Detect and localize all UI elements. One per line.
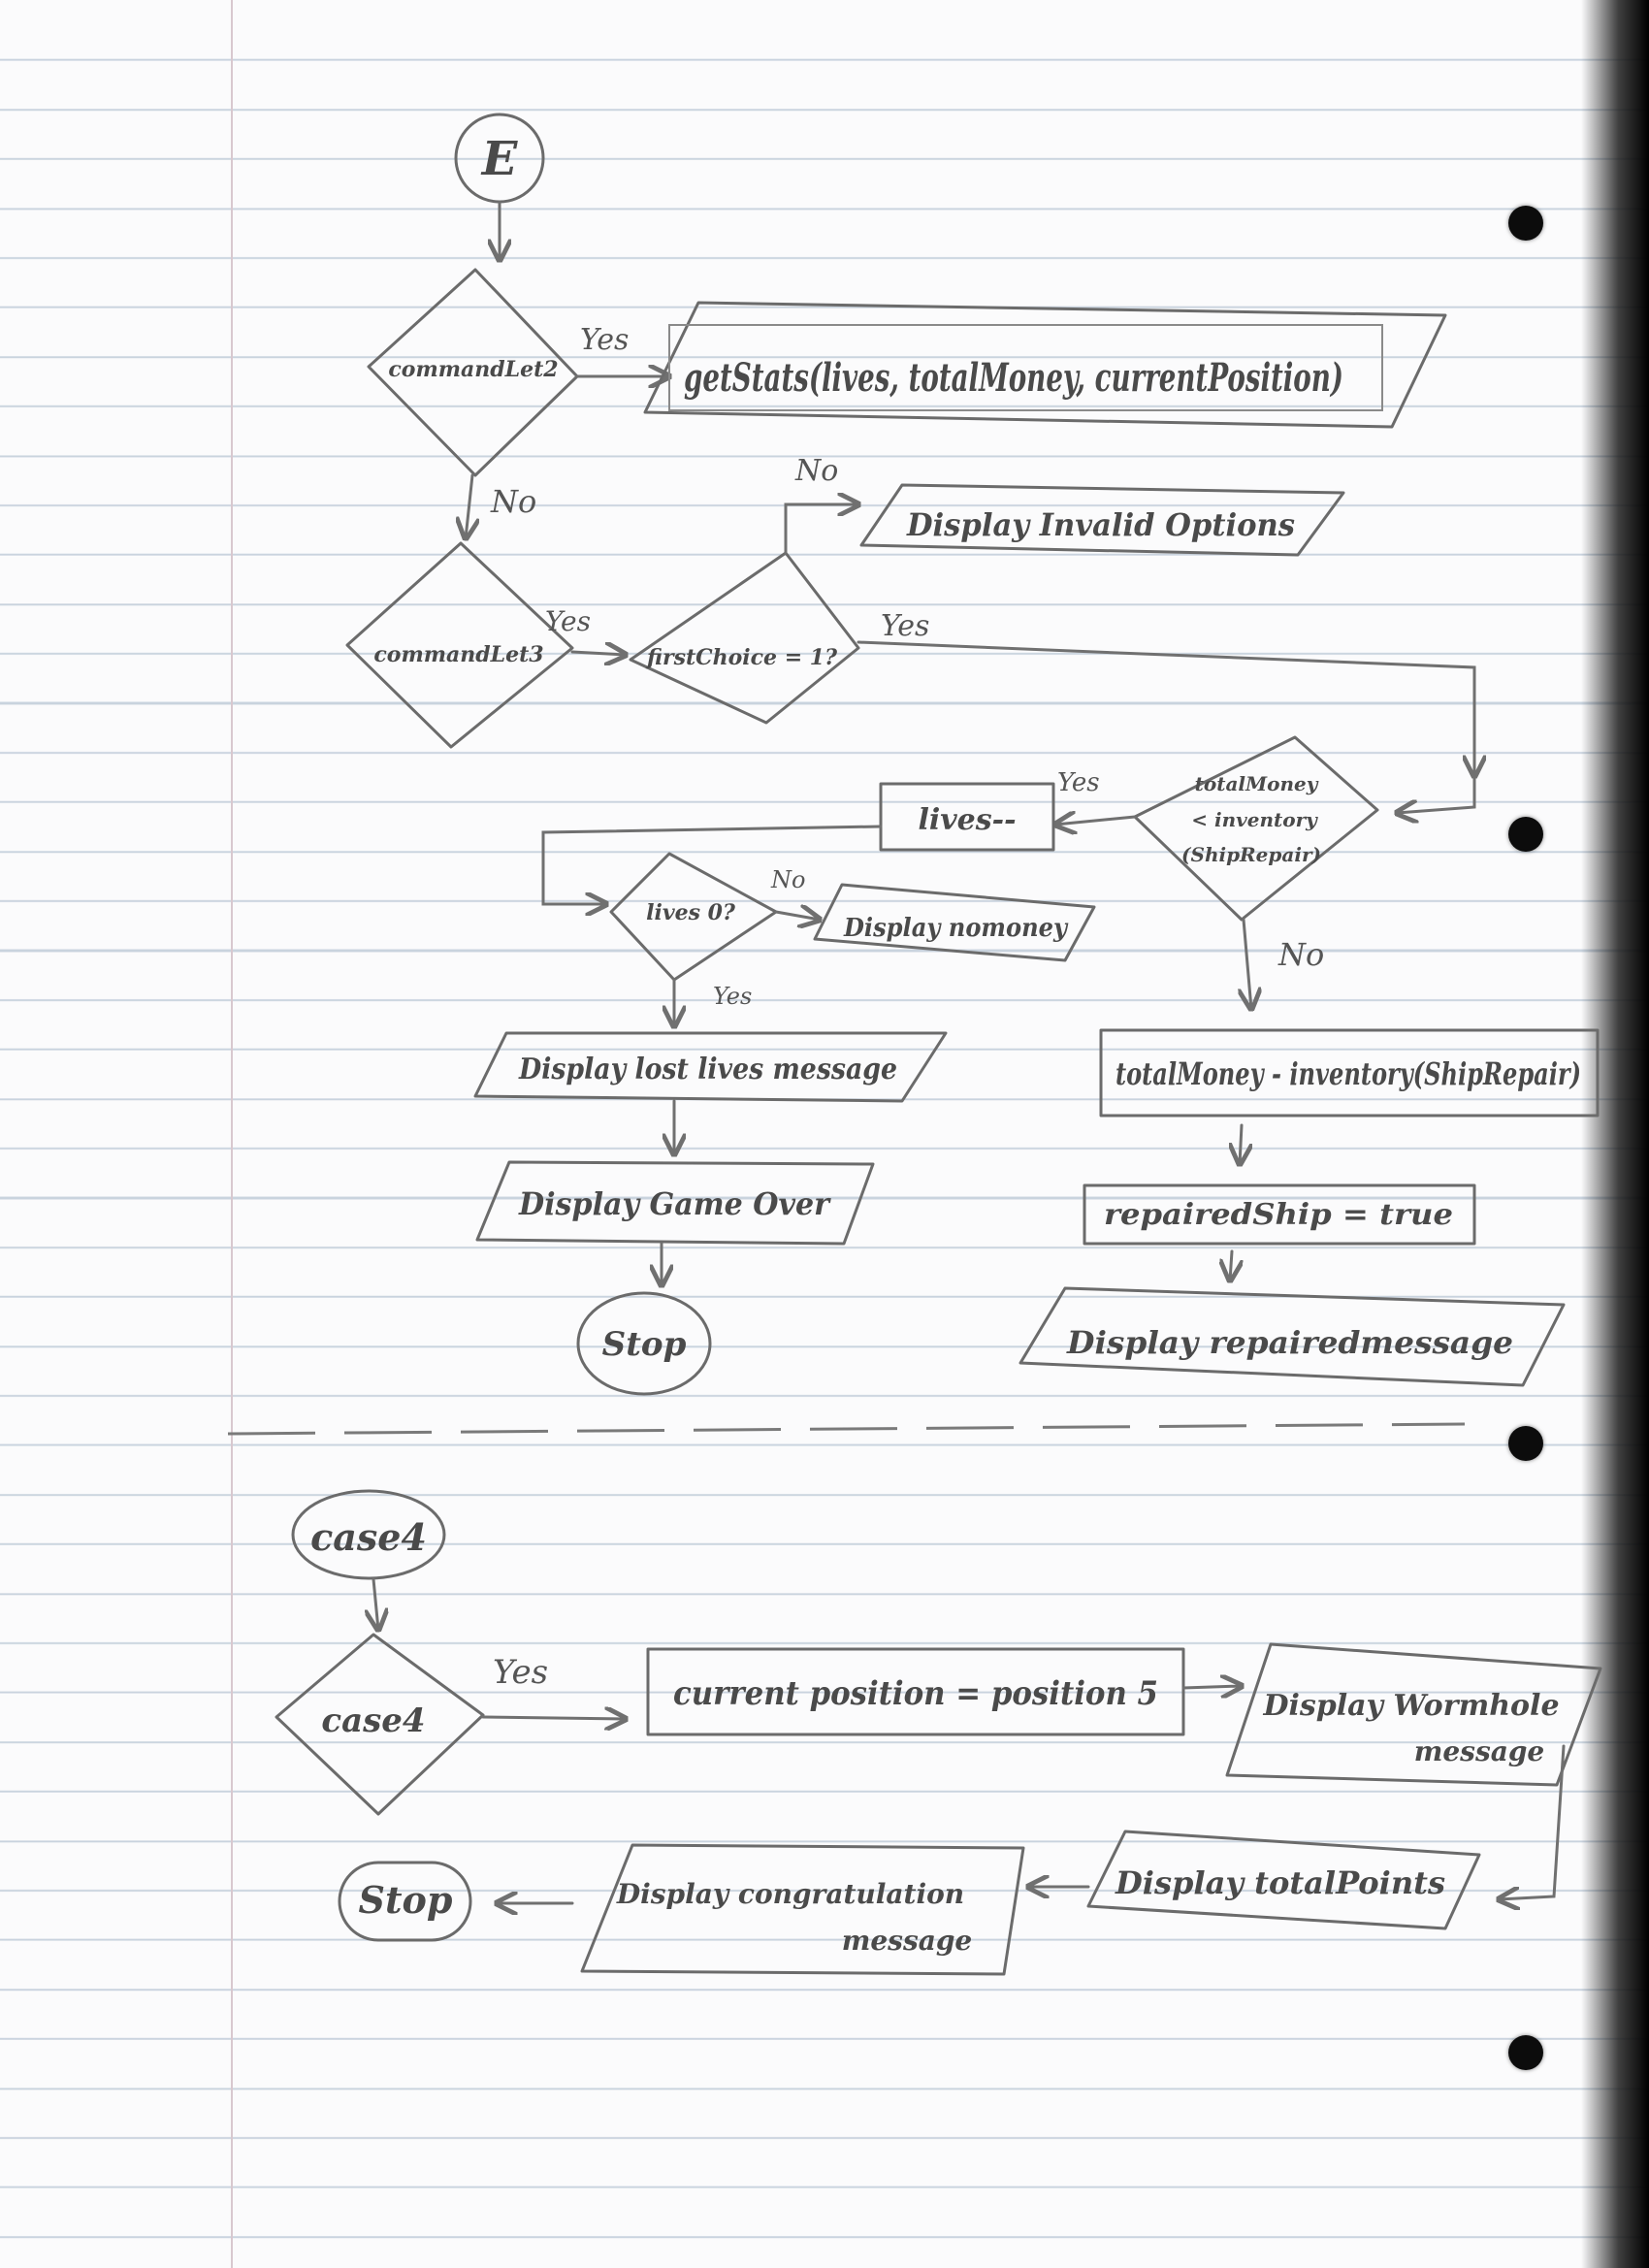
- yes-label: Yes: [493, 1653, 548, 1692]
- decision-commandlet2-label: commandLet2: [388, 357, 558, 382]
- no-label: No: [794, 454, 838, 488]
- output-lost-lives-label: Display lost lives message: [518, 1053, 897, 1086]
- no-label: No: [770, 866, 805, 893]
- process-subtract-inventory-label: totalMoney - inventory(ShipRepair): [1116, 1055, 1581, 1092]
- output-invalid-options: Display Invalid Options: [859, 483, 1345, 557]
- connector-e: E: [454, 113, 545, 204]
- output-game-over-label: Display Game Over: [518, 1185, 831, 1222]
- decision-commandlet3-label: commandLet3: [373, 642, 543, 667]
- output-wormhole-message: Display Wormhole message: [1225, 1642, 1602, 1787]
- process-subtract-inventory: totalMoney - inventory(ShipRepair): [1099, 1028, 1600, 1118]
- punch-hole: [1508, 206, 1543, 241]
- decision-firstchoice-label: firstChoice = 1?: [645, 645, 838, 670]
- terminal-stop-bottom: Stop: [338, 1861, 472, 1942]
- output-wormhole-line1: Display Wormhole: [1262, 1689, 1559, 1723]
- process-getstats-label: getStats(lives, totalMoney, currentPosit…: [684, 355, 1343, 401]
- output-no-money: Display nomoney: [813, 883, 1096, 962]
- decision-firstchoice: firstChoice = 1?: [629, 551, 860, 725]
- output-invalid-options-label: Display Invalid Options: [906, 506, 1295, 543]
- yes-label: Yes: [545, 605, 591, 637]
- decision-commandlet3: commandLet3: [345, 541, 574, 749]
- process-getstats: getStats(lives, totalMoney, currentPosit…: [643, 301, 1447, 429]
- output-total-points: Display totalPoints: [1086, 1830, 1481, 1930]
- output-repaired-message: Display repairedmessage: [1018, 1286, 1566, 1387]
- process-repaired-ship-label: repairedShip = true: [1104, 1198, 1453, 1232]
- output-congratulation-message: Display congratulation message: [580, 1843, 1025, 1976]
- yes-label: Yes: [580, 323, 629, 357]
- punch-hole: [1508, 1426, 1543, 1461]
- terminal-stop-bottom-label: Stop: [359, 1878, 453, 1922]
- output-repaired-message-label: Display repairedmessage: [1066, 1324, 1513, 1361]
- process-lives-decrement: lives--: [879, 782, 1055, 852]
- output-congratulation-line2: message: [842, 1925, 973, 1957]
- decision-case4-label: case4: [321, 1701, 425, 1740]
- output-total-points-label: Display totalPoints: [1115, 1864, 1445, 1901]
- process-current-position-label: current position = position 5: [673, 1674, 1158, 1713]
- decision-totalmoney-line3: (ShipRepair): [1181, 843, 1321, 866]
- output-game-over: Display Game Over: [475, 1160, 875, 1246]
- process-current-position: current position = position 5: [646, 1647, 1185, 1736]
- yes-label: Yes: [713, 983, 752, 1010]
- no-label: No: [1277, 936, 1324, 973]
- start-case4: case4: [291, 1489, 446, 1580]
- page-edge-shadow: [1581, 0, 1649, 2268]
- output-congratulation-line1: Display congratulation: [616, 1878, 964, 1910]
- no-label: No: [490, 483, 536, 520]
- yes-label: Yes: [1057, 768, 1100, 797]
- decision-totalmoney-line2: < inventory: [1191, 808, 1318, 831]
- decision-totalmoney-line1: totalMoney: [1195, 772, 1319, 795]
- decision-commandlet2: commandLet2: [367, 268, 579, 477]
- decision-lives: lives 0?: [609, 852, 778, 982]
- yes-label: Yes: [881, 609, 929, 643]
- output-no-money-label: Display nomoney: [843, 914, 1069, 943]
- punch-hole: [1508, 817, 1543, 852]
- decision-totalmoney: totalMoney < inventory (ShipRepair): [1133, 735, 1379, 922]
- margin-line: [231, 0, 233, 2268]
- output-lost-lives: Display lost lives message: [473, 1031, 948, 1103]
- output-wormhole-line2: message: [1414, 1735, 1545, 1767]
- punch-hole: [1508, 2035, 1543, 2070]
- process-repaired-ship: repairedShip = true: [1083, 1183, 1476, 1246]
- decision-case4: case4: [275, 1633, 485, 1816]
- decision-lives-label: lives 0?: [646, 900, 736, 925]
- section-divider: [227, 1422, 1466, 1436]
- terminal-stop-top: Stop: [576, 1291, 712, 1396]
- connector-e-label: E: [480, 132, 519, 186]
- terminal-stop-top-label: Stop: [602, 1325, 687, 1364]
- process-lives-decrement-label: lives--: [918, 803, 1016, 837]
- start-case4-label: case4: [310, 1515, 427, 1559]
